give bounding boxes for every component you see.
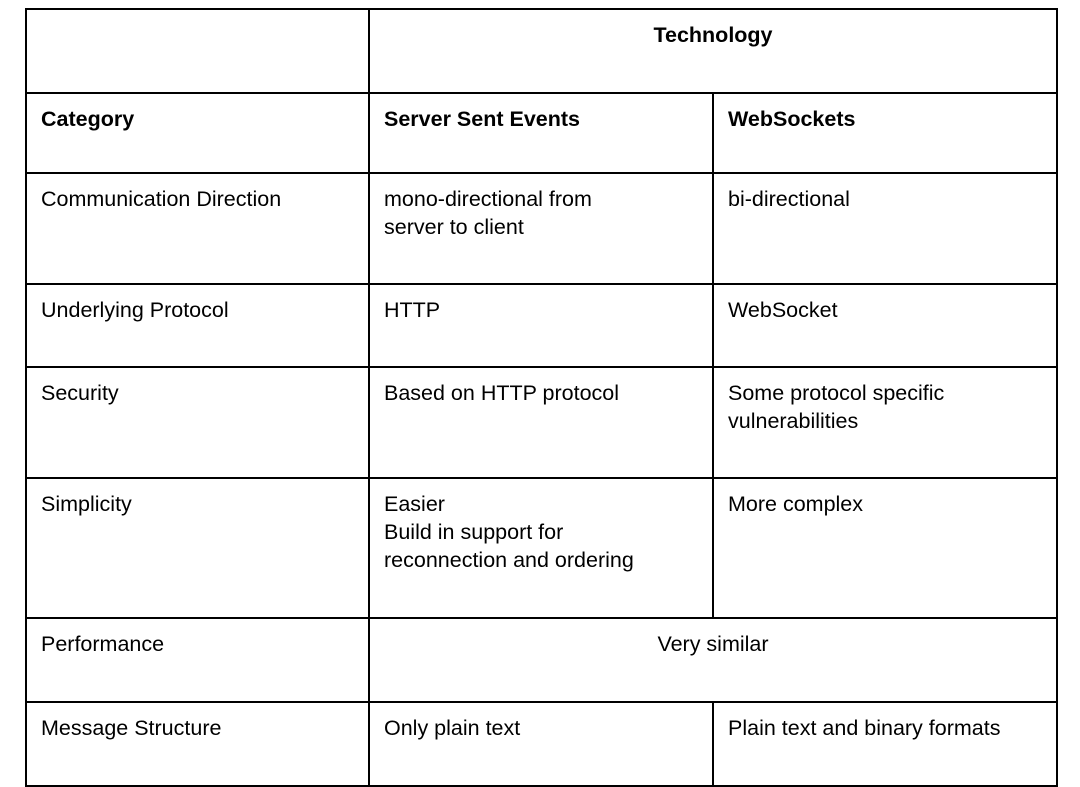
cell-line: vulnerabilities [728,408,859,433]
cell-sse-communication-direction: mono-directional from server to client [368,172,714,285]
column-header-websockets: WebSockets [712,92,1058,174]
row-label-underlying-protocol: Underlying Protocol [25,283,370,368]
cell-merged-performance: Very similar [368,617,1058,703]
table-row: Message Structure Only plain text Plain … [25,701,1058,787]
cell-websockets-underlying-protocol: WebSocket [712,283,1058,368]
cell-line: WebSocket [728,298,838,322]
cell-line: bi-directional [728,187,850,211]
technology-comparison-table: Technology Category Server Sent Events W… [25,8,1058,787]
empty-corner-cell [25,8,370,94]
cell-line: Based on HTTP protocol [384,381,620,405]
cell-line: server to client [384,214,524,239]
cell-websockets-message-structure: Plain text and binary formats [712,701,1058,787]
comparison-table-container: Technology Category Server Sent Events W… [25,8,1058,787]
cell-websockets-simplicity: More complex [712,477,1058,619]
cell-sse-simplicity: Easier Build in support for reconnection… [368,477,714,619]
column-header-row: Category Server Sent Events WebSockets [25,92,1058,174]
cell-websockets-communication-direction: bi-directional [712,172,1058,285]
table-row: Security Based on HTTP protocol Some pro… [25,366,1058,479]
row-label-security: Security [25,366,370,479]
table-row: Simplicity Easier Build in support for r… [25,477,1058,619]
group-header-technology: Technology [368,8,1058,94]
column-header-server-sent-events: Server Sent Events [368,92,714,174]
table-row: Performance Very similar [25,617,1058,703]
cell-line: Only plain text [384,716,521,740]
cell-line: Plain text and binary formats [728,716,1001,740]
cell-line: Easier [384,492,445,516]
cell-sse-underlying-protocol: HTTP [368,283,714,368]
table-row: Underlying Protocol HTTP WebSocket [25,283,1058,368]
group-header-row: Technology [25,8,1058,94]
row-label-performance: Performance [25,617,370,703]
cell-line: HTTP [384,298,441,322]
row-label-communication-direction: Communication Direction [25,172,370,285]
row-label-simplicity: Simplicity [25,477,370,619]
cell-sse-message-structure: Only plain text [368,701,714,787]
table-row: Communication Direction mono-directional… [25,172,1058,285]
cell-line: reconnection and ordering [384,547,634,572]
cell-sse-security: Based on HTTP protocol [368,366,714,479]
cell-line: mono-directional from [384,187,592,211]
row-label-message-structure: Message Structure [25,701,370,787]
cell-line: Build in support for [384,519,564,544]
column-header-category: Category [25,92,370,174]
cell-line: More complex [728,492,864,516]
cell-line: Some protocol specific [728,381,945,405]
cell-websockets-security: Some protocol specific vulnerabilities [712,366,1058,479]
